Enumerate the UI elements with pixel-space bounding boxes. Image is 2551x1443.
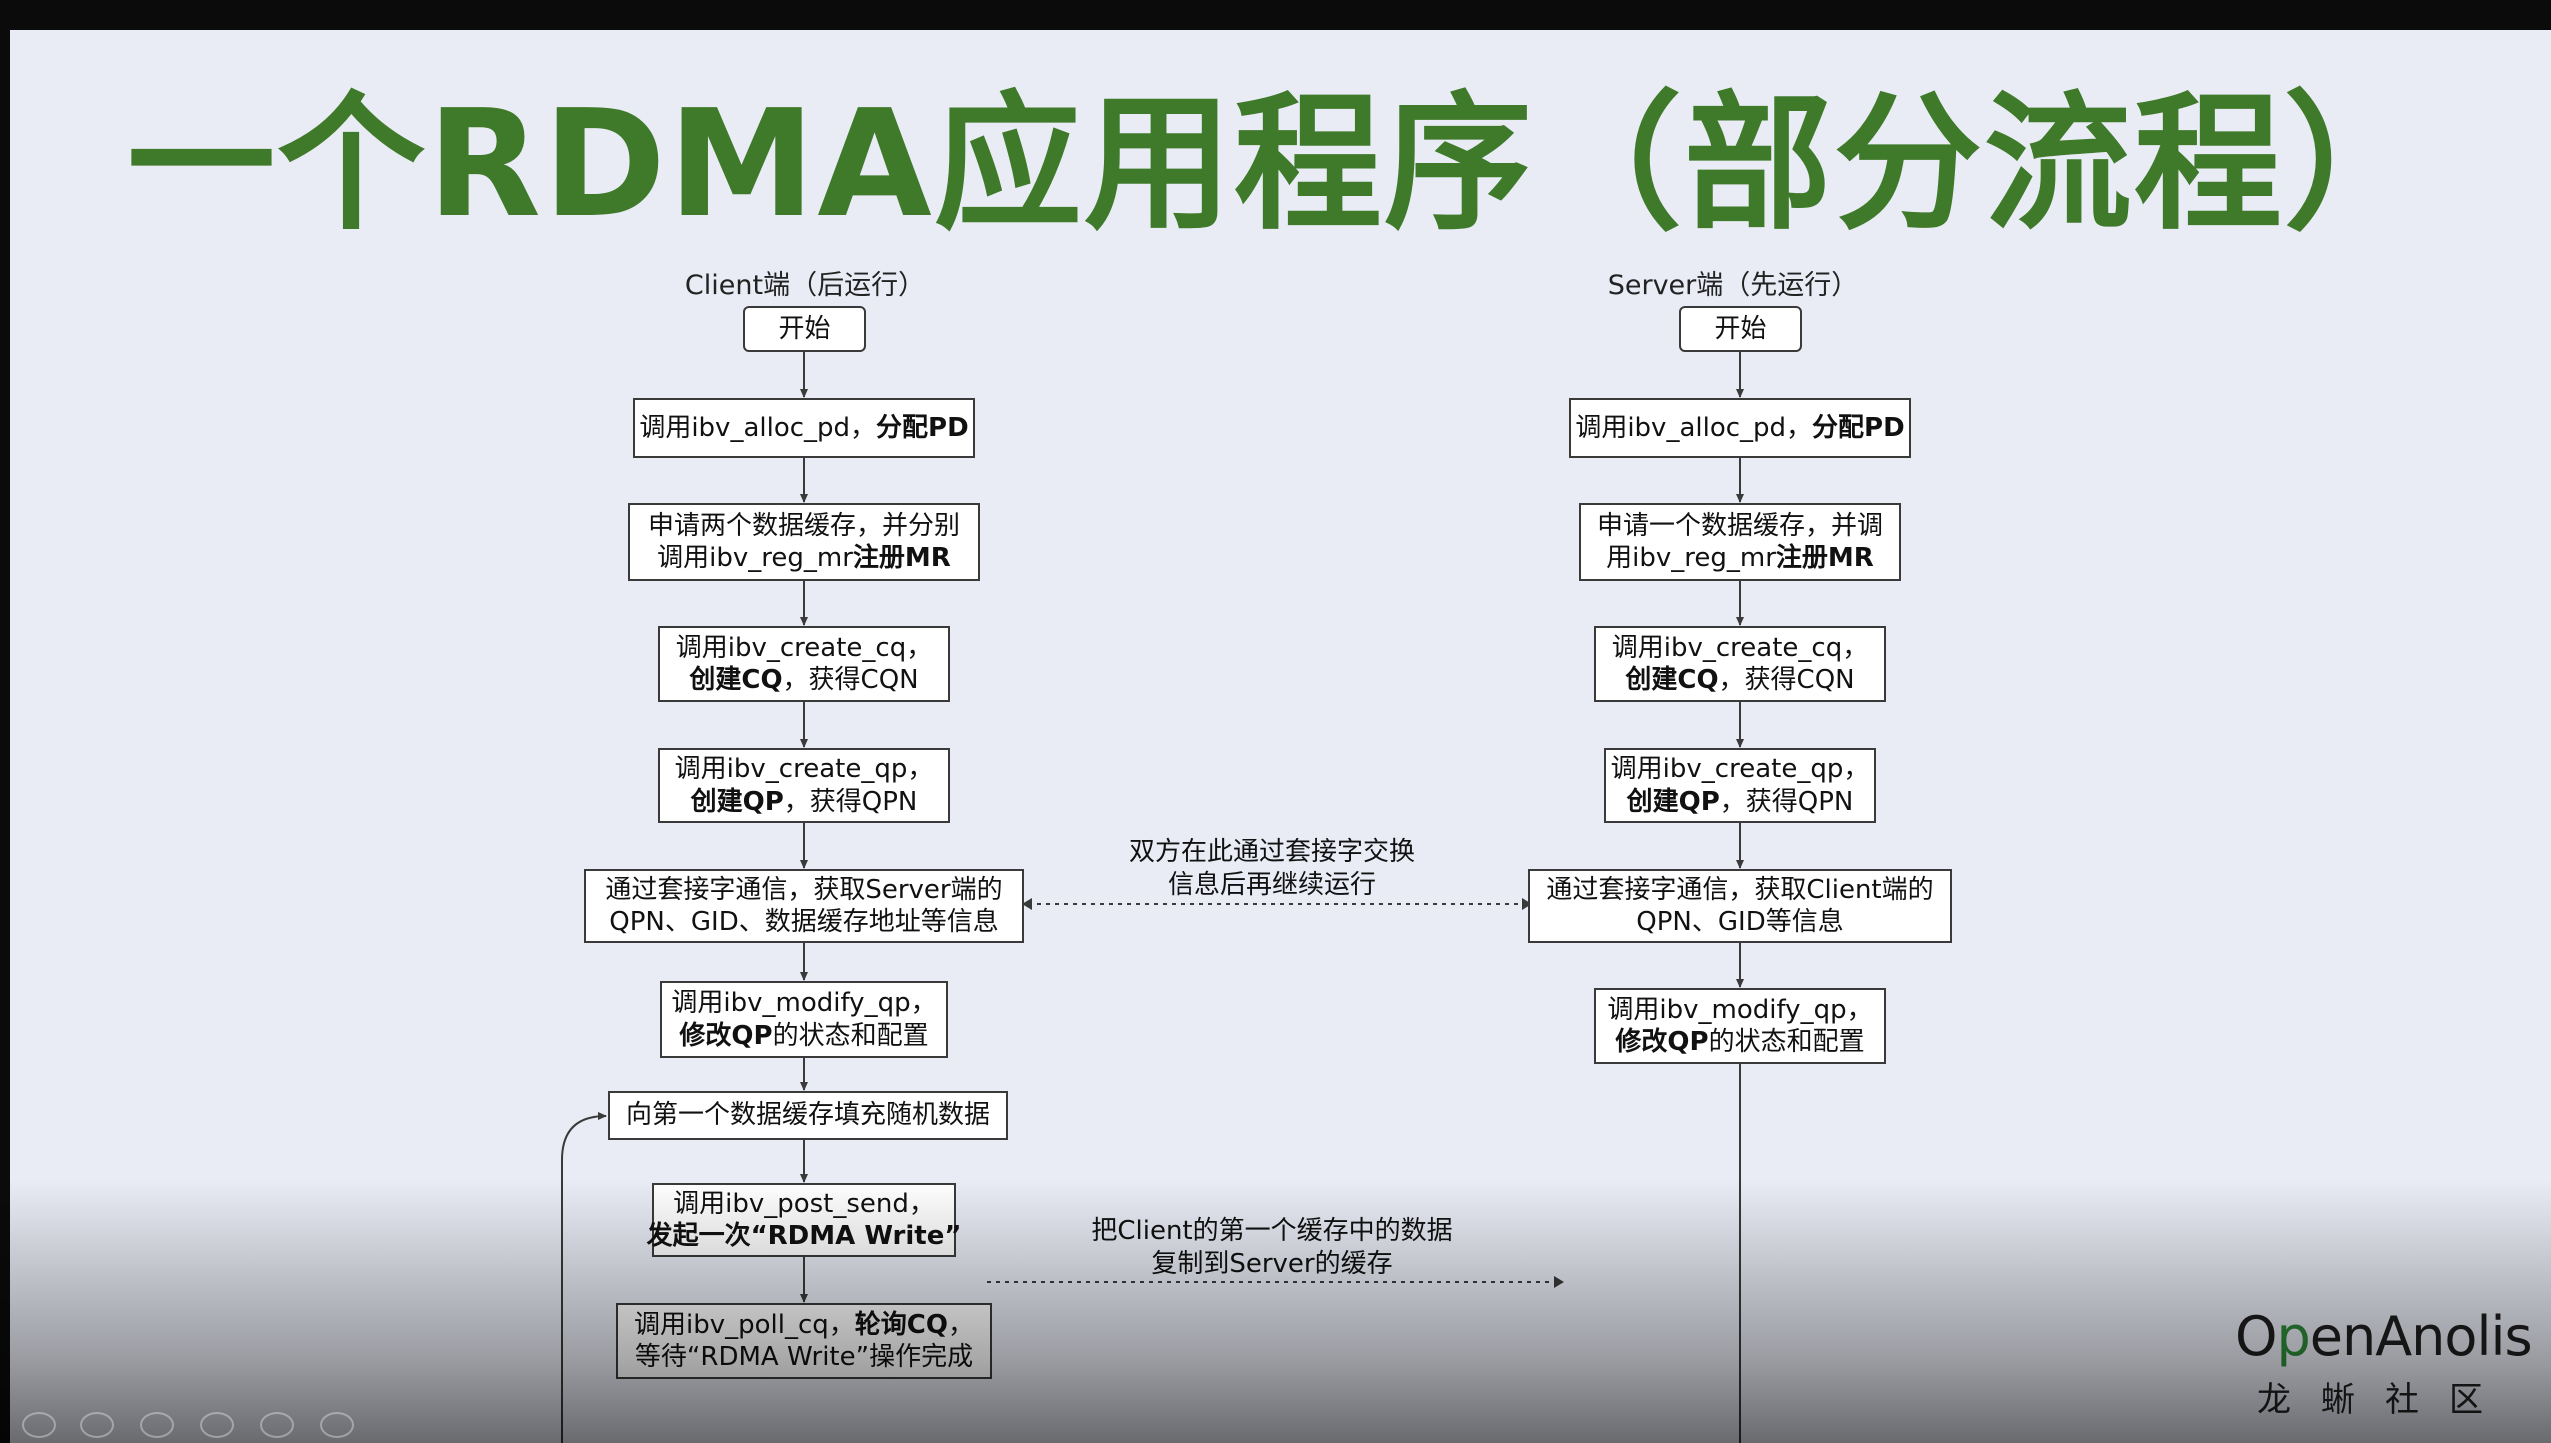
server-socket-line2: QPN、GID等信息 <box>1636 907 1844 937</box>
client-alloc-pd-bold: 分配PD <box>876 412 969 443</box>
client-start-box: 开始 <box>743 306 866 352</box>
player-control-icon[interactable] <box>80 1412 114 1438</box>
client-create-qp-line2: ，获得QPN <box>783 786 918 817</box>
client-post-send-box: 调用ibv_post_send， 发起一次“RDMA Write” <box>647 1183 961 1257</box>
client-reg-mr-box: 申请两个数据缓存，并分别 调用ibv_reg_mr注册MR <box>628 503 980 581</box>
client-modify-qp-bold: 修改QP <box>679 1020 773 1051</box>
player-control-icon[interactable] <box>260 1412 294 1438</box>
client-alloc-pd-box: 调用ibv_alloc_pd，分配PD <box>633 398 975 458</box>
server-reg-mr-line2: 用ibv_reg_mr <box>1606 543 1776 573</box>
logo-subtitle: 龙蜥社区 <box>2257 1380 2513 1420</box>
copy-note-line2: 复制到Server的缓存 <box>1151 1248 1393 1279</box>
server-header: Server端（先运行） <box>1607 270 1859 301</box>
client-start-label: 开始 <box>778 313 831 344</box>
copy-note-line1: 把Client的第一个缓存中的数据 <box>1091 1216 1453 1246</box>
client-alloc-pd-text: 调用ibv_alloc_pd， <box>639 412 877 443</box>
server-modify-qp-box: 调用ibv_modify_qp， 修改QP的状态和配置 <box>1594 988 1886 1064</box>
server-create-qp-bold: 创建QP <box>1626 786 1720 817</box>
server-start-box: 开始 <box>1679 306 1802 352</box>
client-reg-mr-line2: 调用ibv_reg_mr <box>657 543 853 573</box>
server-alloc-pd-bold: 分配PD <box>1812 412 1905 443</box>
client-create-cq-bold: 创建CQ <box>689 665 783 695</box>
server-create-qp-line2: ，获得QPN <box>1719 786 1854 817</box>
client-poll-cq-line2: 等待“RDMA Write”操作完成 <box>634 1342 974 1372</box>
client-header: Client端（后运行） <box>684 270 926 301</box>
client-post-send-bold: 发起一次“RDMA Write” <box>646 1221 962 1251</box>
client-create-qp-box: 调用ibv_create_qp， 创建QP，获得QPN <box>658 748 950 823</box>
server-create-cq-box: 调用ibv_create_cq， 创建CQ，获得CQN <box>1594 626 1886 702</box>
exchange-note: 双方在此通过套接字交换 信息后再继续运行 <box>1129 836 1415 901</box>
client-create-qp-line1: 调用ibv_create_qp， <box>674 754 934 784</box>
client-reg-mr-bold: 注册MR <box>852 543 951 573</box>
exchange-note-line2: 信息后再继续运行 <box>1167 869 1377 900</box>
client-loop-line <box>561 1112 607 1443</box>
player-control-icon[interactable] <box>22 1412 56 1438</box>
client-fill-box: 向第一个数据缓存填充随机数据 <box>608 1091 1008 1140</box>
openanolis-logo: OpenAnolis 龙蜥社区 <box>2235 1305 2533 1421</box>
logo-wordmark: OpenAnolis <box>2235 1305 2533 1368</box>
server-create-cq-line1: 调用ibv_create_cq， <box>1611 632 1869 663</box>
server-alloc-pd-text: 调用ibv_alloc_pd， <box>1575 412 1813 443</box>
server-reg-mr-line1: 申请一个数据缓存，并调 <box>1596 510 1883 541</box>
copy-note: 把Client的第一个缓存中的数据 复制到Server的缓存 <box>1091 1215 1452 1280</box>
slide-title: 一个RDMA应用程序（部分流程） <box>127 78 2434 250</box>
slide: 一个RDMA应用程序（部分流程） Client端（后运行） Server端（先运… <box>10 30 2551 1443</box>
client-socket-line1: 通过套接字通信，获取Server端的 <box>605 874 1003 905</box>
exchange-note-line1: 双方在此通过套接字交换 <box>1128 837 1416 867</box>
server-create-qp-box: 调用ibv_create_qp， 创建QP，获得QPN <box>1604 748 1876 823</box>
player-control-icon[interactable] <box>320 1412 354 1438</box>
client-create-cq-line1: 调用ibv_create_cq， <box>675 632 933 663</box>
client-socket-box: 通过套接字通信，获取Server端的 QPN、GID、数据缓存地址等信息 <box>584 869 1024 943</box>
client-poll-cq-box: 调用ibv_poll_cq，轮询CQ， 等待“RDMA Write”操作完成 <box>616 1303 992 1379</box>
server-socket-box: 通过套接字通信，获取Client端的 QPN、GID等信息 <box>1528 869 1952 943</box>
client-modify-qp-line2: 的状态和配置 <box>772 1020 929 1051</box>
client-poll-cq-bold: 轮询CQ <box>854 1309 948 1340</box>
client-socket-line2: QPN、GID、数据缓存地址等信息 <box>609 907 999 937</box>
server-modify-qp-line1: 调用ibv_modify_qp， <box>1607 994 1873 1025</box>
server-reg-mr-bold: 注册MR <box>1775 543 1874 573</box>
client-create-qp-bold: 创建QP <box>690 786 784 817</box>
client-poll-cq-tail: ， <box>947 1309 974 1340</box>
server-create-qp-line1: 调用ibv_create_qp， <box>1610 754 1870 784</box>
client-fill-label: 向第一个数据缓存填充随机数据 <box>625 1100 990 1131</box>
player-control-icon[interactable] <box>140 1412 174 1438</box>
client-modify-qp-box: 调用ibv_modify_qp， 修改QP的状态和配置 <box>660 981 948 1058</box>
client-post-send-line1: 调用ibv_post_send， <box>673 1188 935 1219</box>
server-alloc-pd-box: 调用ibv_alloc_pd，分配PD <box>1569 398 1911 458</box>
client-create-cq-line2: ，获得CQN <box>782 665 919 695</box>
server-start-label: 开始 <box>1714 313 1767 344</box>
client-poll-cq-line1: 调用ibv_poll_cq， <box>634 1309 855 1340</box>
server-create-cq-bold: 创建CQ <box>1625 665 1719 695</box>
server-create-cq-line2: ，获得CQN <box>1718 665 1855 695</box>
client-reg-mr-line1: 申请两个数据缓存，并分别 <box>647 510 960 541</box>
client-modify-qp-line1: 调用ibv_modify_qp， <box>671 988 937 1018</box>
client-create-cq-box: 调用ibv_create_cq， 创建CQ，获得CQN <box>658 626 950 702</box>
server-modify-qp-bold: 修改QP <box>1615 1027 1709 1057</box>
server-reg-mr-box: 申请一个数据缓存，并调 用ibv_reg_mr注册MR <box>1579 503 1901 581</box>
player-control-icon[interactable] <box>200 1412 234 1438</box>
server-socket-line1: 通过套接字通信，获取Client端的 <box>1546 874 1934 905</box>
server-modify-qp-line2: 的状态和配置 <box>1708 1027 1865 1057</box>
